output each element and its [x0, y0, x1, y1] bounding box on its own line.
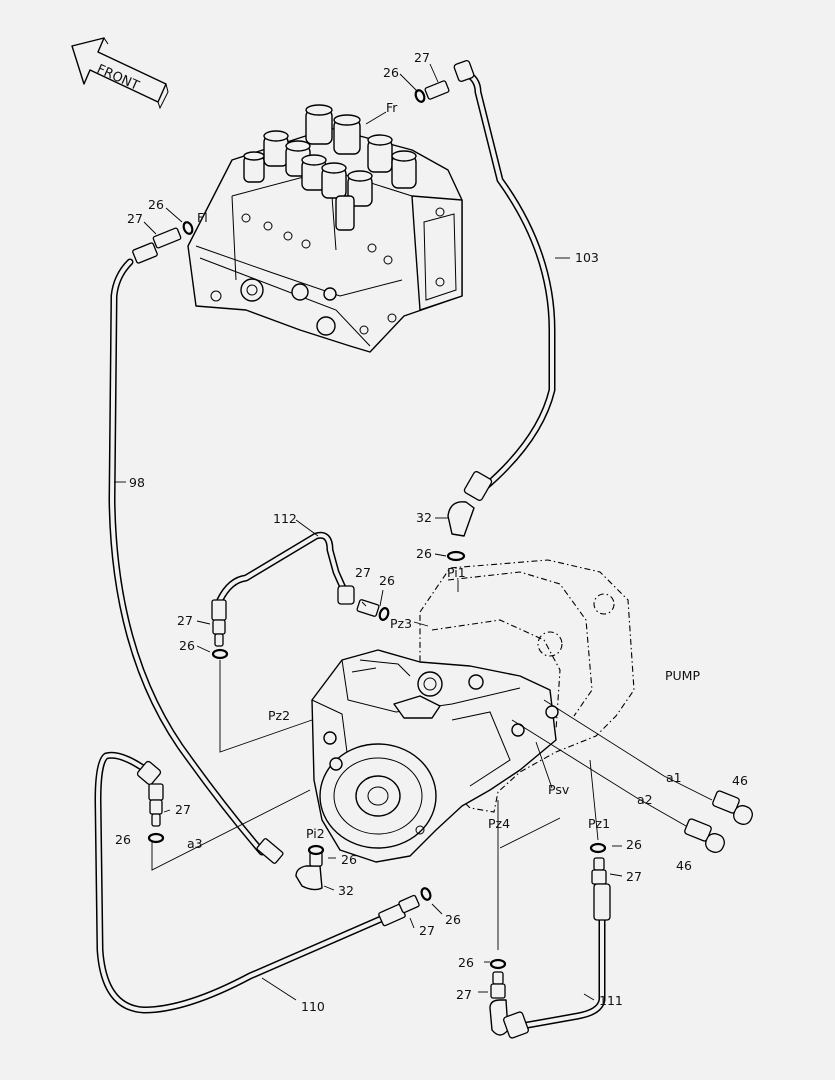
fitting-32-upper [446, 471, 493, 562]
fitting-111-top [589, 842, 611, 921]
port-label-pi1: Pi1 [447, 565, 466, 580]
port-label-fl: Fl [197, 210, 208, 225]
callout-26: 26 [341, 852, 357, 867]
callout-26: 26 [179, 638, 195, 653]
labels: PUMP Fr Fl Pi1 Pz3 Pz2 Pi2 a3 a1 a2 Psv … [115, 50, 748, 1014]
port-label-psv: Psv [548, 782, 570, 797]
callout-98: 98 [129, 475, 145, 490]
fitting-110-left [136, 760, 165, 844]
plug-46-lower [684, 818, 725, 853]
fitting-112-left [211, 599, 229, 660]
callout-32: 32 [416, 510, 432, 525]
callout-26: 26 [383, 65, 399, 80]
hose-103 [460, 68, 556, 492]
port-label-pz1: Pz1 [588, 816, 610, 831]
hose-111 [518, 916, 606, 1030]
port-label-pi2: Pi2 [306, 826, 325, 841]
callout-27: 27 [419, 923, 435, 938]
port-label-pz4: Pz4 [488, 816, 510, 831]
callout-26: 26 [115, 832, 131, 847]
callout-27: 27 [177, 613, 193, 628]
callout-27: 27 [355, 565, 371, 580]
callout-46: 46 [676, 858, 692, 873]
hydraulic-pump [311, 559, 635, 863]
pump-label: PUMP [665, 668, 700, 683]
plug-46-upper [712, 790, 753, 825]
port-label-a2: a2 [637, 792, 653, 807]
port-label-a1: a1 [666, 770, 682, 785]
callout-27: 27 [456, 987, 472, 1002]
leader-lines [114, 63, 713, 1001]
port-label-pz3: Pz3 [390, 616, 412, 631]
fitting-fl [132, 221, 194, 264]
callout-26: 26 [458, 955, 474, 970]
control-valve [187, 104, 463, 353]
callout-27: 27 [127, 211, 143, 226]
callout-27: 27 [414, 50, 430, 65]
callout-27: 27 [626, 869, 642, 884]
fitting-111-bottom [489, 958, 529, 1039]
fitting-110-right [378, 887, 432, 927]
callout-111: 111 [599, 993, 623, 1008]
port-label-a3: a3 [187, 836, 203, 851]
fitting-98-lower [256, 838, 325, 891]
callout-26: 26 [626, 837, 642, 852]
callout-110: 110 [301, 999, 325, 1014]
hose-112 [216, 531, 348, 604]
callout-32: 32 [338, 883, 354, 898]
callout-103: 103 [575, 250, 599, 265]
callout-26: 26 [148, 197, 164, 212]
callout-112: 112 [273, 511, 297, 526]
callout-26: 26 [379, 573, 395, 588]
callout-26: 26 [445, 912, 461, 927]
port-label-pz2: Pz2 [268, 708, 290, 723]
port-label-fr: Fr [386, 100, 398, 115]
callout-26: 26 [416, 546, 432, 561]
fitting-112-right [337, 585, 390, 621]
hose-98 [108, 258, 266, 856]
front-arrow: FRONT [71, 37, 169, 110]
callout-46: 46 [732, 773, 748, 788]
fitting-fr [414, 60, 475, 103]
hose-110 [94, 751, 392, 1014]
callout-27: 27 [175, 802, 191, 817]
